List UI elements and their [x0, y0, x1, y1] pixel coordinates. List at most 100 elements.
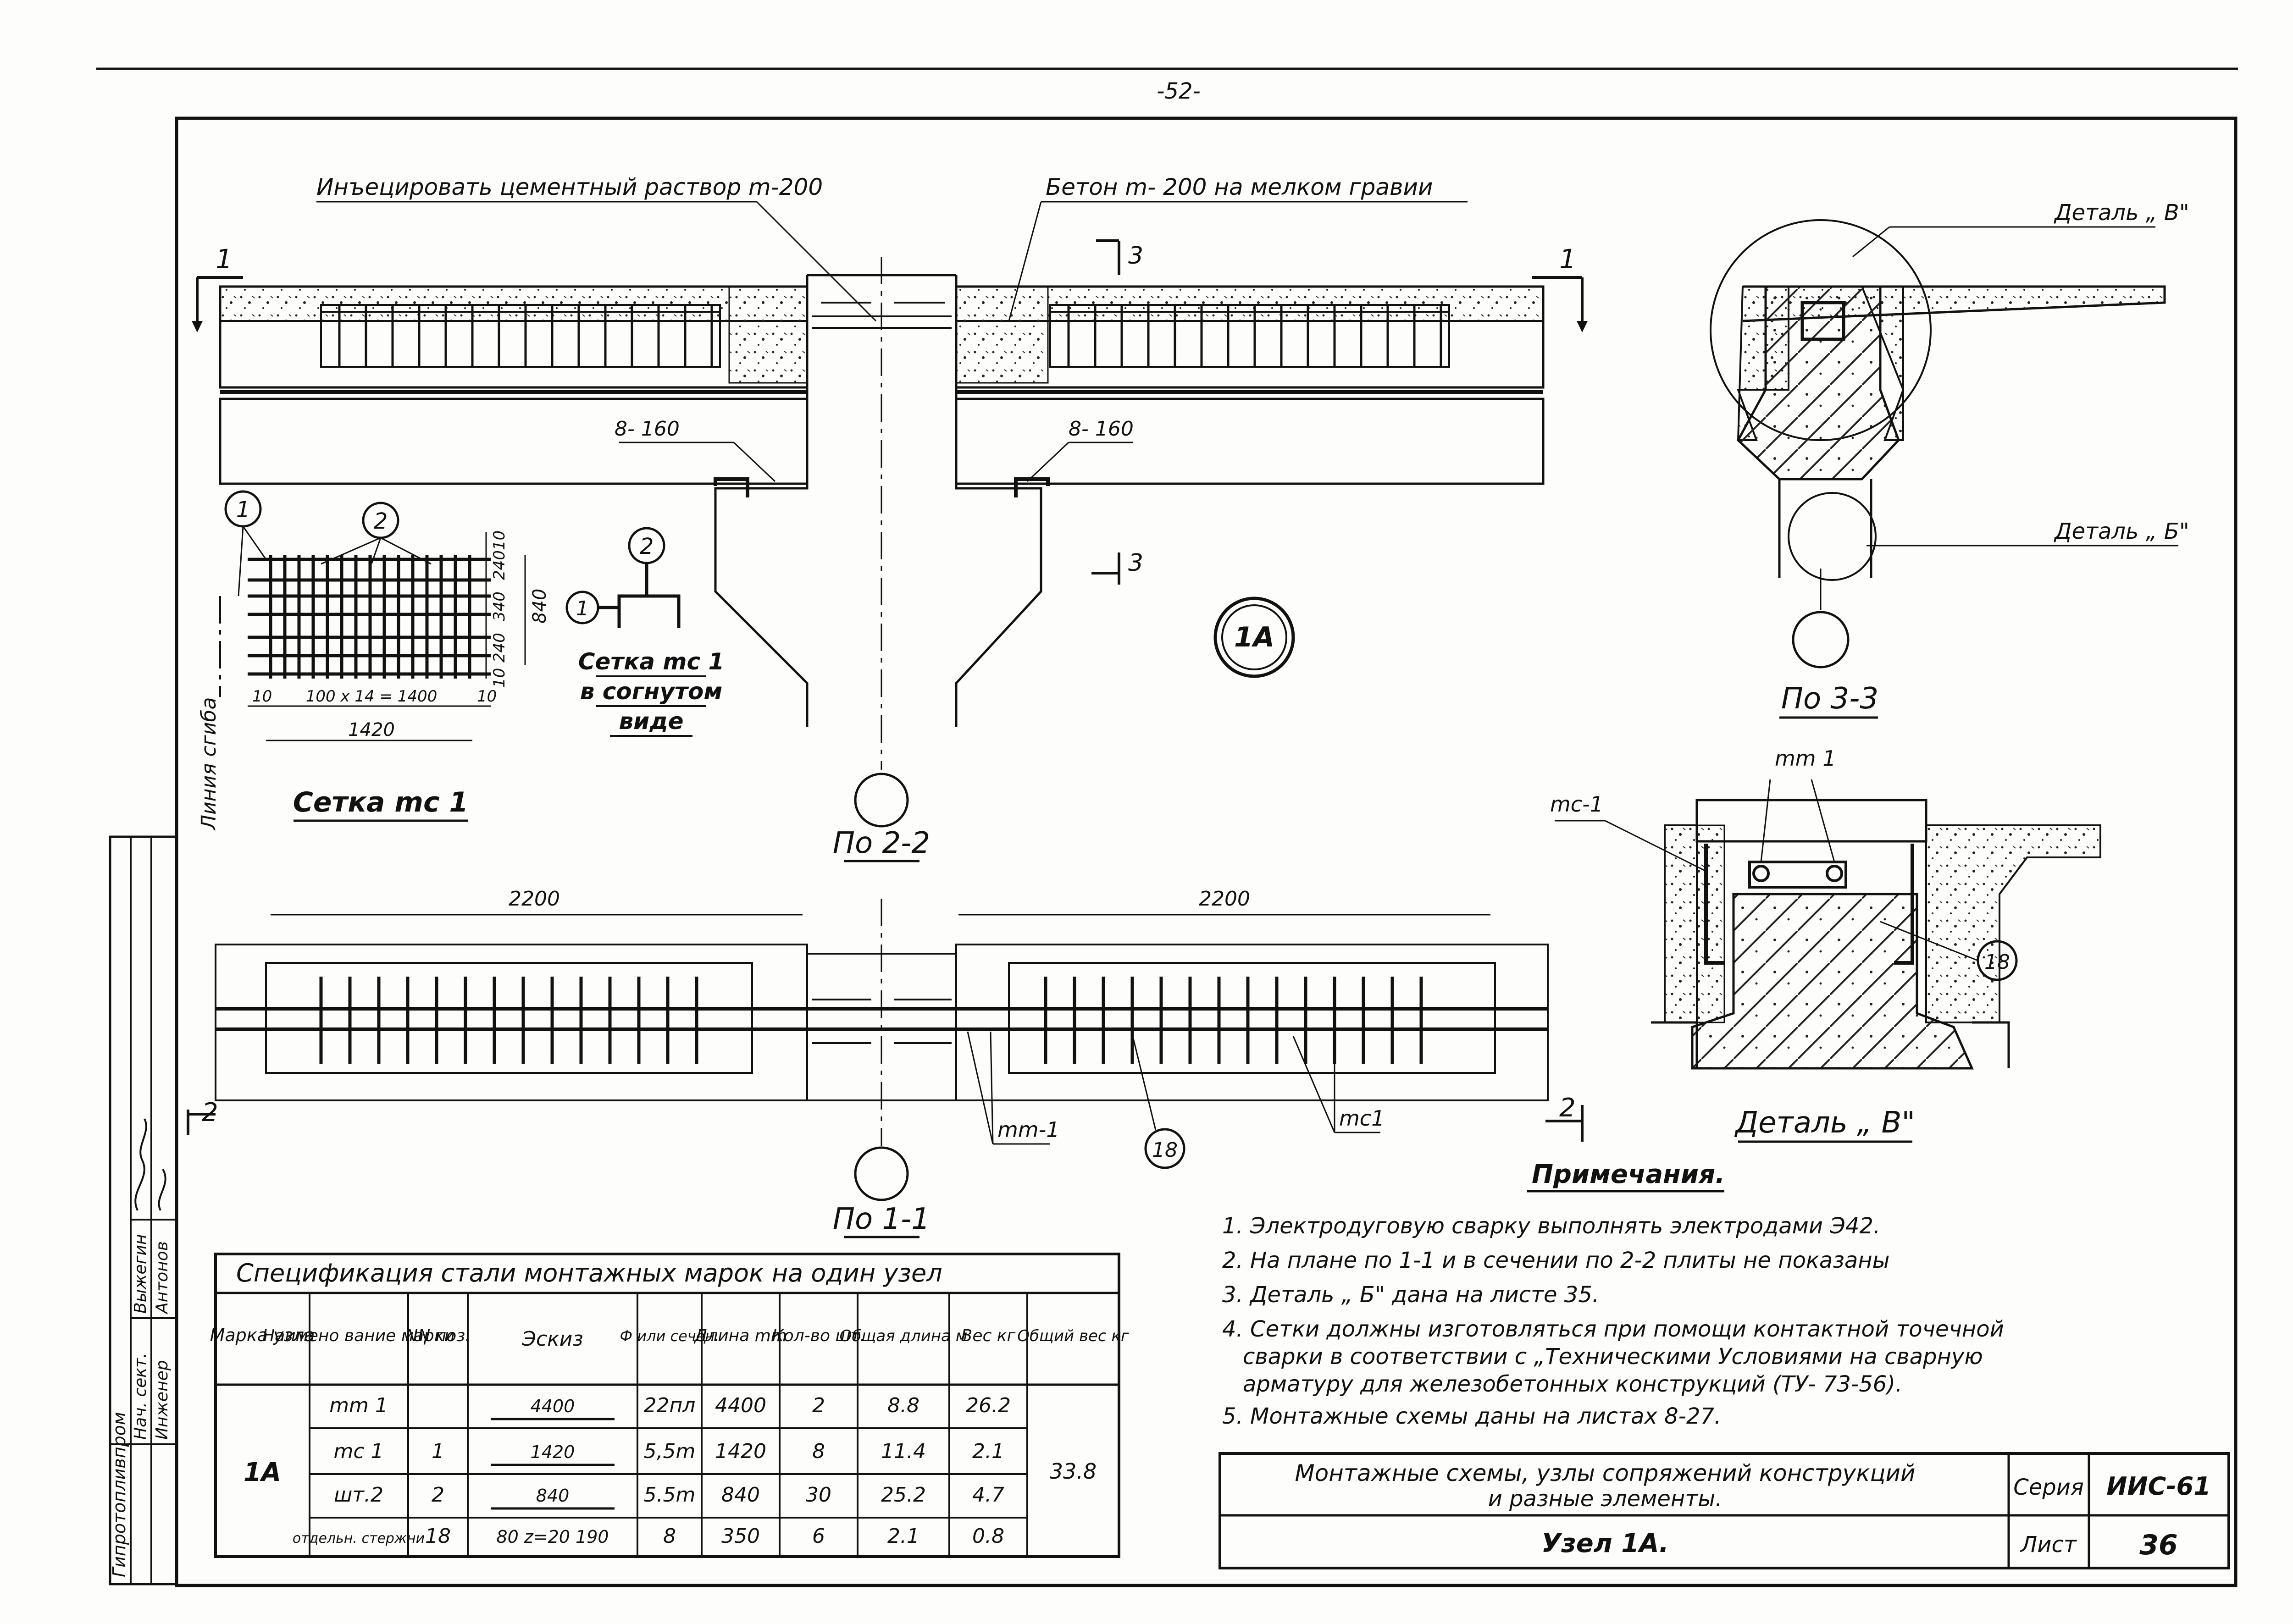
stamp-row2: Инженер	[153, 1360, 172, 1440]
spec-cell-length: 4400	[715, 1394, 766, 1417]
sheet-value: 36	[2139, 1529, 2178, 1561]
hdr-pos: NN поз.	[405, 1326, 470, 1345]
svg-text:3: 3	[1128, 242, 1143, 270]
spec-cell-sketch: 80 z=20 190	[496, 1527, 609, 1547]
weld-left-label: 8- 160	[615, 417, 680, 441]
svg-text:1420: 1420	[348, 719, 395, 740]
spec-cell-sketch: 840	[536, 1486, 570, 1506]
mm1-plan-label: mm-1	[997, 1117, 1059, 1142]
svg-text:2: 2	[374, 508, 388, 534]
note-4: 4. Сетки должны изготовляться при помощи…	[1222, 1316, 2004, 1342]
axis-bubble-22	[854, 773, 909, 828]
left-cage	[320, 304, 721, 368]
detail-v-callout: Деталь „ В"	[2054, 200, 2189, 226]
view-2-2-title: По 2-2	[833, 826, 930, 860]
spec-cell-sketch: 1420	[531, 1442, 575, 1462]
left-beam	[219, 398, 809, 485]
spec-cell-total_len: 2.1	[887, 1525, 919, 1548]
beam-33	[1736, 285, 1900, 481]
series-value: ИИС-61	[2106, 1472, 2211, 1501]
span-left: 2200	[509, 887, 560, 911]
note-1: 1. Электродуговую сварку выполнять элект…	[1222, 1213, 1880, 1239]
svg-text:3: 3	[1128, 549, 1143, 577]
right-angle	[1014, 477, 1050, 497]
svg-text:100 х 14 = 1400: 100 х 14 = 1400	[306, 687, 438, 706]
mc1-detail-label: mc-1	[1550, 792, 1603, 817]
stamp-org: Гипротопливпром	[109, 1412, 129, 1577]
span-right: 2200	[1199, 887, 1250, 911]
svg-text:2: 2	[202, 1098, 218, 1127]
section-2-2: Инъецировать цементный раствор m-200 Бет…	[192, 174, 1588, 862]
hdr-length: Длина mm	[693, 1326, 787, 1345]
spec-cell-name: mc 1	[333, 1440, 383, 1463]
spec-cell-sketch: 4400	[531, 1396, 575, 1416]
beam-section	[1691, 893, 1974, 1070]
plan-mesh-bars	[319, 977, 1423, 1064]
bent-mesh-label-2: в согнутом	[580, 678, 723, 705]
svg-text:10: 10	[252, 687, 272, 706]
pos-18-plan	[1144, 1128, 1185, 1169]
spec-cell-length: 1420	[715, 1440, 766, 1463]
spec-cell-qty: 6	[812, 1525, 825, 1548]
spec-cell-dia: 8	[663, 1525, 676, 1548]
svg-text:240: 240	[490, 633, 509, 663]
right-joint-fill	[955, 286, 1049, 384]
axis-bubble-33	[1792, 611, 1850, 668]
joint-grout	[812, 302, 952, 329]
detail-v-title: Деталь „ В"	[1734, 1106, 1915, 1140]
detail-b-callout: Деталь „ Б"	[2054, 519, 2189, 544]
side-stamp: Гипротопливпром Нач. сект. Инженер Выжег…	[109, 835, 178, 1585]
detail-b-circle	[1788, 492, 1877, 581]
cage-left-ticks	[338, 305, 713, 367]
svg-text:2: 2	[640, 534, 654, 559]
hdr-qty: Кол-во шт.	[772, 1326, 865, 1345]
hdr-name: Наимено вание марки	[262, 1326, 455, 1345]
left-topping	[219, 286, 808, 322]
detail-v: mm 1 mc-1 18 Деталь „ В"	[1550, 746, 2101, 1143]
spec-title: Спецификация стали монтажных марок на од…	[236, 1259, 942, 1287]
mesh-grid	[248, 555, 491, 679]
page-number: -52-	[1157, 78, 1201, 104]
spec-cell-qty: 2	[812, 1394, 825, 1417]
title-block: Монтажные схемы, узлы сопряжений констру…	[1219, 1452, 2230, 1569]
mesh-mc1-drawing: 1 2 Линия сгиба 10 240 340 240 10 840 10…	[197, 490, 725, 831]
hdr-sketch: Эскиз	[521, 1327, 583, 1351]
svg-text:10: 10	[490, 668, 509, 688]
fold-line-label: Линия сгиба	[197, 697, 221, 831]
cut-label-1-right: 1	[1559, 243, 1576, 275]
bent-mesh-label-1: Сетка mc 1	[578, 648, 725, 675]
hdr-node: Марка узла	[210, 1325, 315, 1345]
spec-cell-total_len: 11.4	[881, 1440, 926, 1463]
node-bubble	[1213, 597, 1295, 678]
hdr-total-weight: Общий вес кг	[1017, 1327, 1130, 1345]
bent-mesh-profile	[598, 563, 681, 628]
view-3-3-title: По 3-3	[1781, 682, 1878, 716]
spec-cell-length: 840	[721, 1483, 760, 1507]
note-4b: сварки в соответствии с „Техническими Ус…	[1243, 1344, 1983, 1370]
spec-cell-pos: 18	[425, 1525, 451, 1548]
signatures	[134, 1118, 166, 1211]
concrete-callout: Бетон m- 200 на мелком гравии	[1046, 174, 1433, 200]
left-joint-fill	[728, 286, 808, 384]
axis-bubble-11	[854, 1146, 909, 1201]
weld-right-label: 8- 160	[1069, 417, 1134, 441]
spec-cell-pos: 1	[432, 1440, 444, 1463]
note-4c: арматуру для железобетонных конструкций …	[1243, 1371, 1902, 1397]
left-angle	[714, 477, 749, 497]
svg-text:240: 240	[490, 550, 509, 580]
series-label: Серия	[2013, 1475, 2084, 1500]
svg-text:10: 10	[490, 530, 509, 550]
spec-cell-dia: 5,5m	[644, 1440, 696, 1463]
title-subtitle: Узел 1А.	[1541, 1529, 1669, 1558]
svg-text:1: 1	[576, 597, 589, 620]
spec-cell-name: mm 1	[329, 1394, 388, 1417]
spec-cell-qty: 30	[806, 1483, 831, 1507]
note-2: 2. На плане по 1-1 и в сечении по 2-2 пл…	[1222, 1248, 1890, 1273]
svg-text:840: 840	[529, 589, 550, 624]
mesh-title: Сетка mc 1	[293, 786, 468, 818]
right-beam	[955, 398, 1545, 485]
note-5: 5. Монтажные схемы даны на листах 8-27.	[1222, 1403, 1721, 1429]
mm1-detail-label: mm 1	[1775, 746, 1836, 771]
